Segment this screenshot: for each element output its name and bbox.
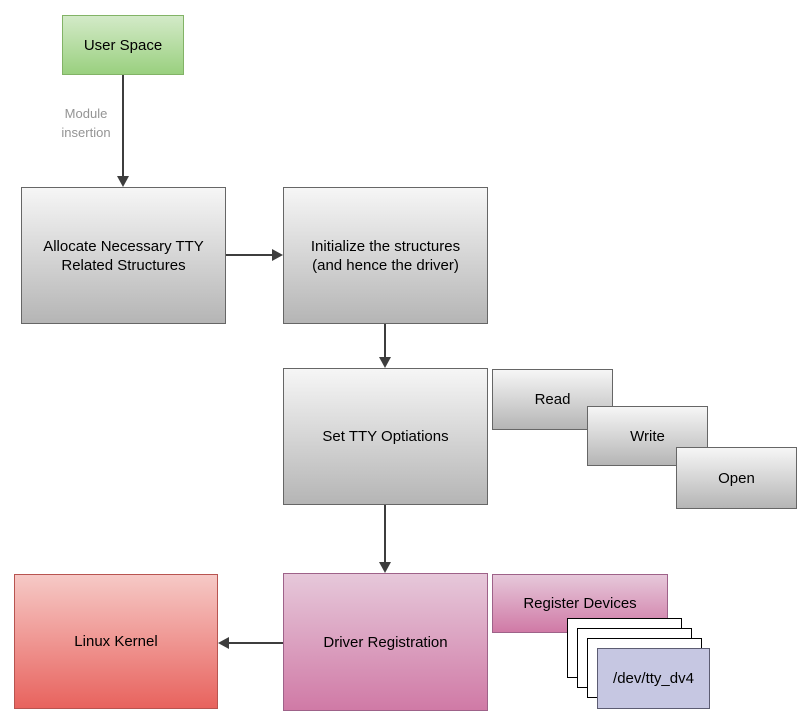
arrowhead-down-icon [379,562,391,573]
node-set-tty-options: Set TTY Optiations [283,368,488,505]
node-open-label: Open [718,469,755,487]
node-user-space-label: User Space [83,36,163,54]
label-line2: (and hence the driver) [312,256,459,274]
edge-allocate-to-initialize [226,254,273,256]
node-register-devices-label: Register Devices [523,595,637,612]
label-line1: Initialize the structures [310,237,461,255]
node-linux-kernel: Linux Kernel [14,574,218,709]
node-driver-registration-label: Driver Registration [323,633,448,651]
edge-user-space-to-allocate [122,75,124,177]
arrowhead-right-icon [272,249,283,261]
edge-label-line2: insertion [61,125,111,140]
node-initialize-structures: Initialize the structures (and hence the… [283,187,488,324]
label-line2: Related Structures [61,256,186,274]
node-set-tty-options-label: Set TTY Optiations [322,428,449,445]
edge-set-tty-to-driver-registration [384,505,386,563]
node-user-space: User Space [62,15,184,75]
node-device-tty-dv4: /dev/tty_dv4 [597,648,710,709]
arrowhead-down-icon [379,357,391,368]
node-open: Open [676,447,797,509]
node-initialize-structures-label: Initialize the structures (and hence the… [311,237,460,275]
edge-driver-registration-to-linux-kernel [229,642,283,644]
node-device-tty-dv4-label: /dev/tty_dv4 [613,670,694,687]
node-allocate-structures: Allocate Necessary TTY Related Structure… [21,187,226,324]
node-register-devices: Register Devices [492,574,668,633]
node-read-label: Read [534,391,571,408]
arrowhead-left-icon [218,637,229,649]
edge-label-line1: Module [64,106,108,121]
node-allocate-structures-label: Allocate Necessary TTY Related Structure… [43,237,204,275]
node-write-label: Write [630,427,665,445]
edge-label-module-insertion: Module insertion [48,104,124,142]
node-linux-kernel-label: Linux Kernel [74,633,158,650]
node-driver-registration: Driver Registration [283,573,488,711]
arrowhead-down-icon [117,176,129,187]
edge-initialize-to-set-tty [384,324,386,358]
label-line1: Allocate Necessary TTY [43,237,204,255]
